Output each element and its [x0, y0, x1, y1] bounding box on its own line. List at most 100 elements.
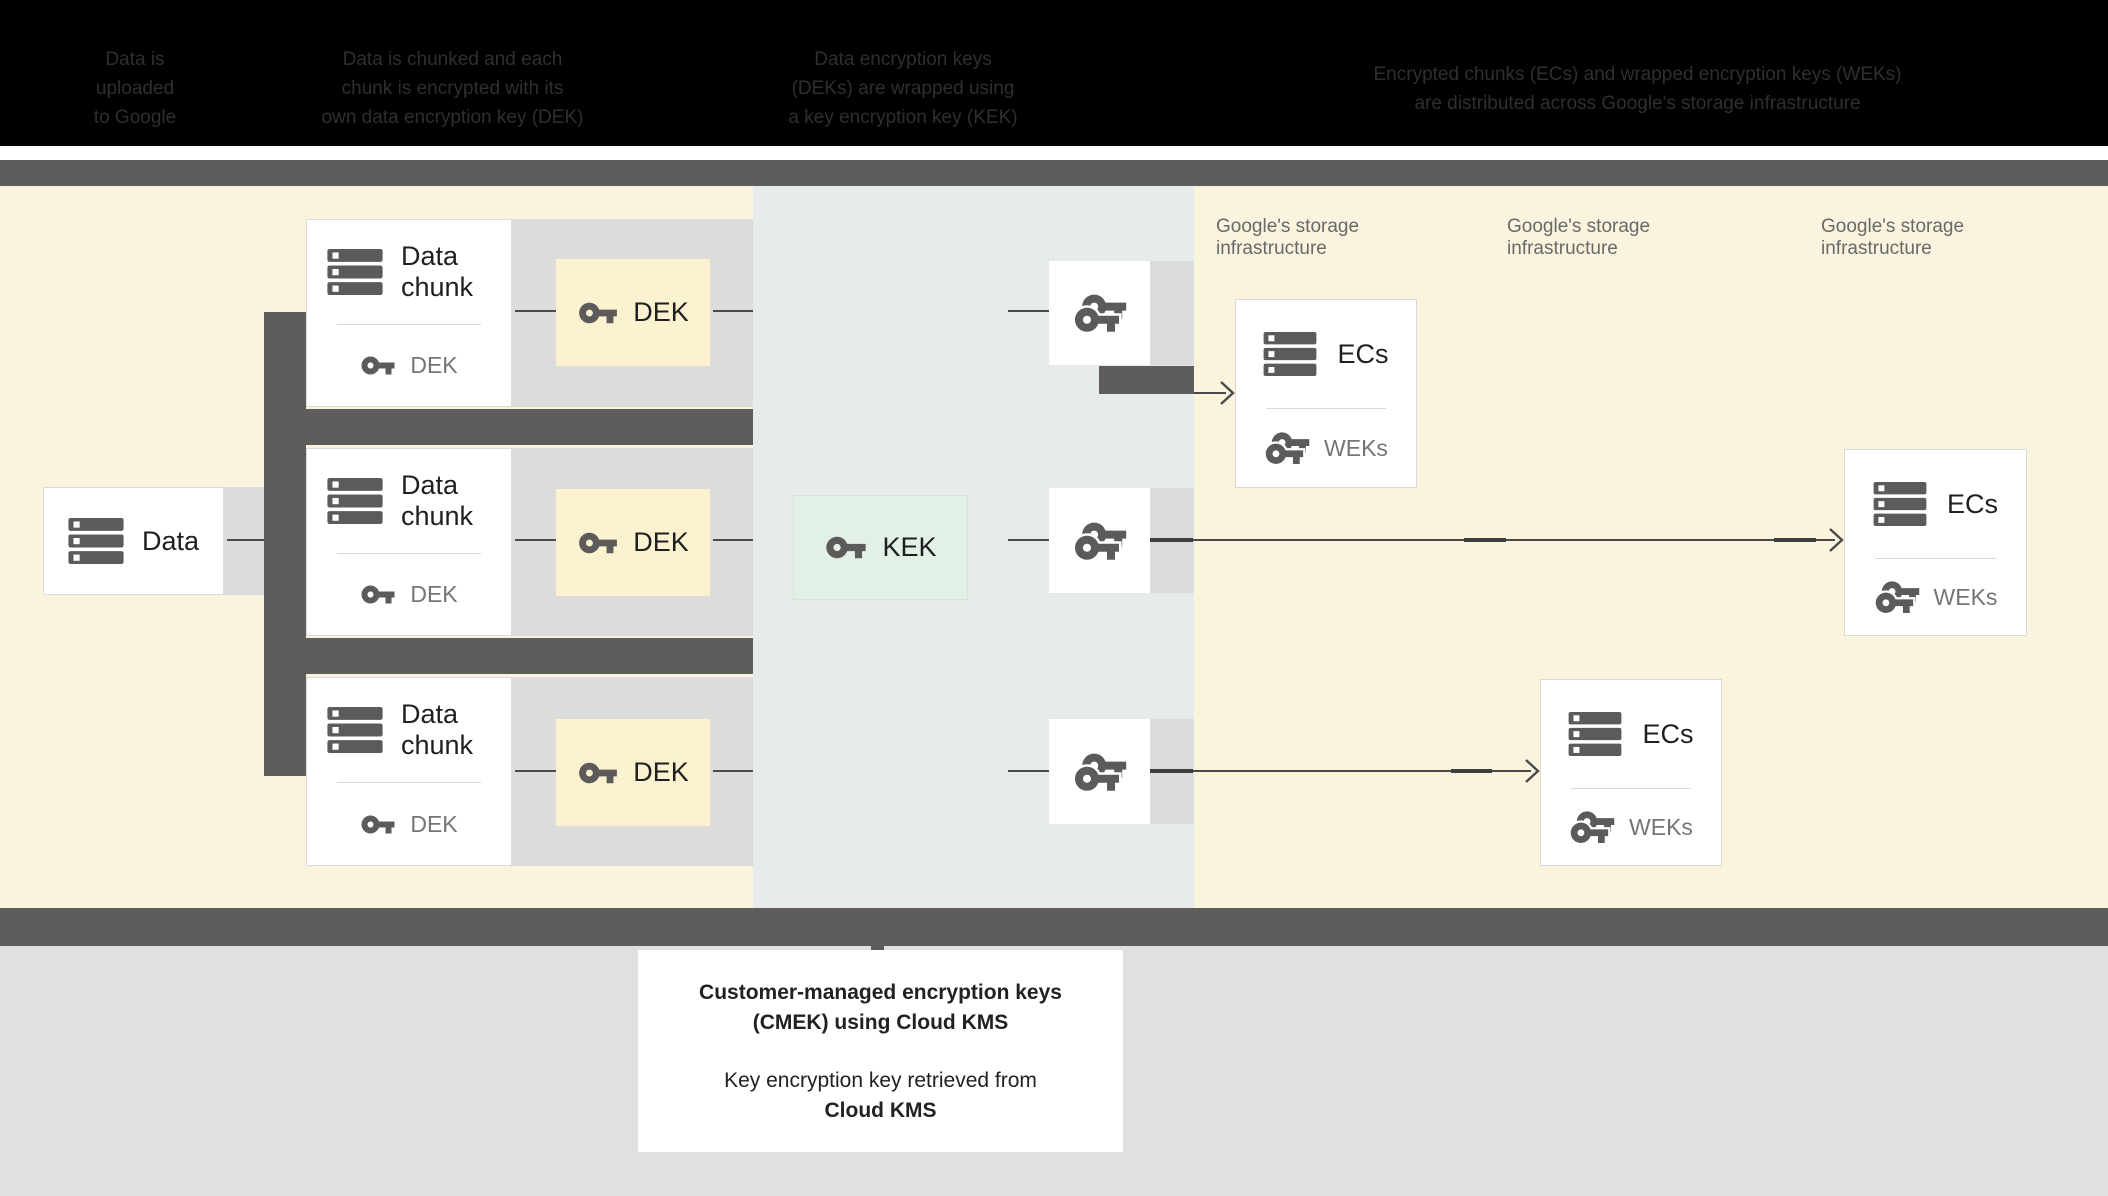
servers-icon	[1873, 482, 1927, 526]
header-step-wrapping: Data encryption keys (DEKs) are wrapped …	[758, 45, 1048, 132]
wrapped-key-icon	[1073, 521, 1127, 561]
dek-box: DEK	[556, 719, 710, 826]
divider	[337, 553, 481, 554]
data-box-label: Data	[141, 525, 200, 556]
top-separator-band	[0, 160, 2108, 186]
header-step-distribution: Encrypted chunks (ECs) and wrapped encry…	[1315, 60, 1960, 118]
arrow-segment	[1150, 769, 1193, 773]
wrapped-key-icon	[1073, 752, 1127, 792]
key-icon	[360, 355, 396, 376]
data-chunk-dek-row: DEK	[307, 554, 511, 635]
callout-title-line: Customer-managed encryption keys	[699, 981, 1062, 1004]
arrow-segment	[1774, 538, 1816, 542]
servers-icon	[1568, 712, 1622, 756]
key-icon	[577, 761, 619, 785]
wrapped-key-icon	[1874, 580, 1920, 614]
kek-box: KEK	[793, 495, 968, 600]
data-chunk-dek-row: DEK	[307, 325, 511, 406]
wrapped-key-icon	[1264, 431, 1310, 465]
encrypted-chunks-box: ECs WEKs	[1235, 299, 1417, 488]
ecs-top: ECs	[1541, 680, 1721, 788]
chunk-split-bar	[264, 409, 753, 445]
servers-icon	[68, 518, 124, 564]
data-box: Data	[43, 487, 224, 595]
weks-row: WEKs	[1236, 409, 1416, 487]
storage-infrastructure-label: Google's storage infrastructure	[1216, 216, 1426, 260]
header-step-line: own data encryption key (DEK)	[321, 107, 584, 128]
header-step-line: are distributed across Google's storage …	[1414, 93, 1861, 114]
callout-body-line: Key encryption key retrieved from	[724, 1069, 1037, 1092]
dek-box: DEK	[556, 489, 710, 596]
callout-title-line: (CMEK) using Cloud KMS	[752, 1011, 1009, 1034]
servers-icon	[327, 707, 383, 753]
data-chunk-top: Data chunk	[307, 220, 511, 324]
ecs-label: ECs	[1946, 488, 1998, 519]
arrow-head	[1829, 528, 1844, 552]
ecs-top: ECs	[1845, 450, 2026, 558]
key-box-shadow	[1150, 261, 1194, 365]
dek-label: DEK	[410, 352, 458, 378]
weks-label: WEKs	[1324, 434, 1388, 461]
connector-line	[713, 770, 753, 772]
data-chunk-title: Data chunk	[401, 241, 474, 302]
header-step-line: Encrypted chunks (ECs) and wrapped encry…	[1373, 64, 1902, 85]
divider	[1571, 788, 1691, 789]
servers-icon	[1263, 332, 1317, 376]
storage-label-line: infrastructure	[1216, 238, 1327, 259]
storage-label-line: infrastructure	[1821, 238, 1932, 259]
weks-label: WEKs	[1933, 583, 1998, 610]
arrow-line	[1193, 770, 1531, 772]
storage-label-line: Google's storage	[1507, 216, 1651, 237]
servers-icon	[327, 478, 383, 524]
weks-row: WEKs	[1541, 789, 1721, 865]
connector-line	[1008, 770, 1049, 772]
ecs-top: ECs	[1236, 300, 1416, 408]
connector-line	[1008, 539, 1049, 541]
header-band: Data is uploaded to Google Data is chunk…	[0, 0, 2108, 146]
dek-box-label: DEK	[633, 527, 689, 557]
header-step-line: uploaded	[95, 78, 175, 99]
data-chunk-dek-row: DEK	[307, 783, 511, 865]
data-chunk-box: Data chunk DEK	[306, 677, 512, 866]
storage-label-line: Google's storage	[1821, 216, 1965, 237]
connector-line	[515, 539, 556, 541]
dek-label: DEK	[410, 810, 458, 837]
key-icon	[824, 535, 868, 560]
chunk-split-trunk	[264, 312, 306, 776]
key-icon	[577, 301, 619, 325]
wrapped-key-flow-bar	[1099, 366, 1194, 394]
data-chunk-title: Data chunk	[401, 699, 474, 760]
header-step-line: Data encryption keys	[814, 49, 992, 70]
weks-label: WEKs	[1629, 813, 1693, 840]
data-chunk-top: Data chunk	[307, 449, 511, 553]
kek-box-label: KEK	[882, 532, 937, 562]
storage-label-line: infrastructure	[1507, 238, 1618, 259]
arrow-segment	[1451, 769, 1492, 773]
connector-line	[713, 310, 753, 312]
wrapped-key-box	[1049, 719, 1150, 824]
wrapped-key-icon	[1073, 293, 1127, 333]
arrow-segment	[1150, 538, 1193, 542]
arrow-line	[1194, 392, 1226, 394]
header-step-line: chunk is encrypted with its	[341, 78, 564, 99]
encrypted-chunks-box: ECs WEKs	[1540, 679, 1722, 866]
connector-line	[1008, 310, 1049, 312]
connector-line	[227, 539, 264, 541]
header-step-chunking: Data is chunked and each chunk is encryp…	[295, 45, 610, 132]
connector-line	[713, 539, 753, 541]
key-icon	[577, 531, 619, 555]
data-chunk-title: Data chunk	[401, 470, 474, 531]
data-box-shadow	[224, 487, 264, 595]
wrapped-key-box	[1049, 488, 1150, 593]
key-icon	[360, 584, 396, 605]
divider	[337, 782, 481, 783]
data-chunk-top: Data chunk	[307, 678, 511, 782]
storage-infrastructure-label: Google's storage infrastructure	[1821, 216, 2031, 260]
ecs-label: ECs	[1642, 718, 1694, 749]
divider	[337, 324, 481, 325]
arrow-segment	[1464, 538, 1506, 542]
header-step-line: Data is chunked and each	[342, 49, 563, 70]
dek-label: DEK	[410, 581, 458, 607]
wrapped-key-icon	[1569, 810, 1615, 844]
